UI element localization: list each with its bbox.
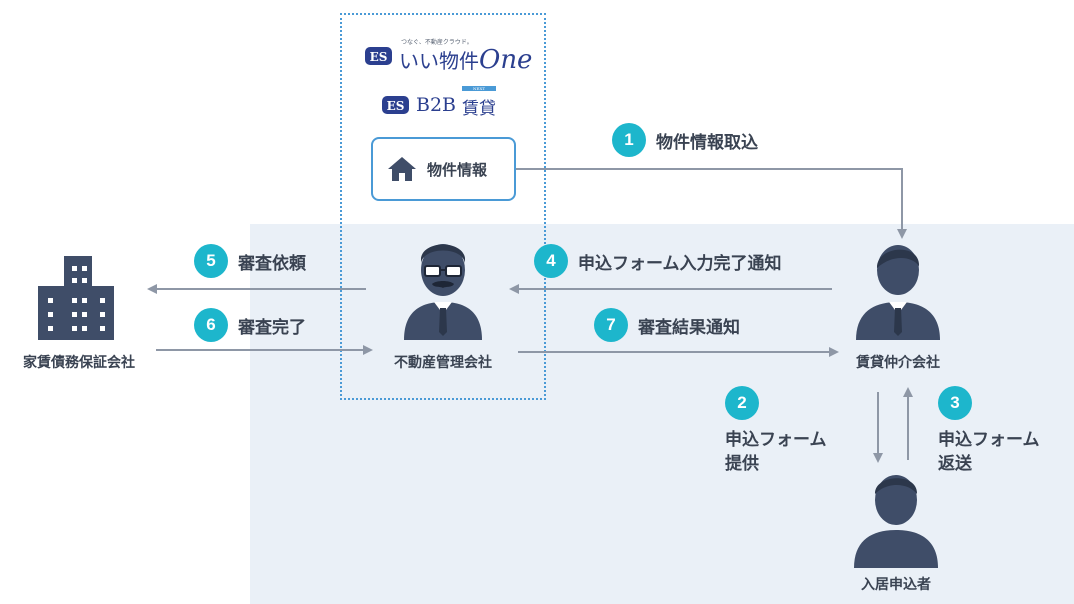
- broker-label: 賃貸仲介会社: [856, 355, 940, 371]
- step-label-line1: 申込フォーム: [725, 430, 827, 450]
- step-1: 1 物件情報取込: [612, 123, 758, 157]
- background-panel: [250, 224, 1074, 604]
- step-label-line1: 申込フォーム: [938, 430, 1040, 450]
- step-6: 6 審査完了: [194, 308, 306, 342]
- step-label-line2: 提供: [725, 454, 759, 474]
- step-5: 5 審査依頼: [194, 244, 306, 278]
- step-label-line2: 返送: [938, 454, 972, 474]
- manager-person-icon: [404, 244, 482, 340]
- applicant-label: 入居申込者: [861, 577, 931, 593]
- property-info-label: 物件情報: [427, 160, 488, 179]
- step-label: 審査完了: [238, 317, 306, 338]
- logo-tagline: つなぐ、不動産クラウド。: [401, 39, 473, 46]
- es-logo-icon: ES: [382, 95, 409, 114]
- applicant-person-icon: [854, 475, 938, 568]
- property-info-box: 物件情報: [371, 137, 516, 201]
- es-logo-icon: ES: [365, 47, 392, 65]
- step-badge: 2: [725, 386, 759, 420]
- step-label: 物件情報取込: [656, 132, 758, 153]
- building-icon: [38, 256, 114, 340]
- next-badge: NEXT: [462, 86, 497, 91]
- svg-text:ES: ES: [387, 99, 405, 113]
- step-badge: 4: [534, 244, 568, 278]
- step-badge: 6: [194, 308, 228, 342]
- svg-text:ES: ES: [370, 50, 388, 64]
- step-3: 3 申込フォーム 返送: [938, 386, 1040, 476]
- step-label: 審査依頼: [238, 253, 306, 274]
- management-label: 不動産管理会社: [394, 355, 492, 371]
- logo-name: いい物件One: [399, 45, 533, 75]
- step-4: 4 申込フォーム入力完了通知: [534, 244, 782, 278]
- step-badge: 5: [194, 244, 228, 278]
- step-2: 2 申込フォーム 提供: [725, 386, 827, 476]
- step-label: 審査結果通知: [638, 317, 740, 338]
- guarantor-label: 家賃債務保証会社: [23, 355, 135, 371]
- system-boundary-box: [340, 13, 546, 400]
- broker-person-icon: [856, 245, 940, 340]
- arrow-step-1: [516, 168, 907, 239]
- step-badge: 7: [594, 308, 628, 342]
- step-badge: 1: [612, 123, 646, 157]
- step-label: 申込フォーム入力完了通知: [578, 253, 782, 274]
- b2b-label: B2B: [416, 93, 457, 116]
- step-badge: 3: [938, 386, 972, 420]
- ii-bukken-one-logo: ES つなぐ、不動産クラウド。 いい物件One: [365, 37, 532, 75]
- house-icon: [388, 157, 416, 181]
- step-7: 7 審査結果通知: [594, 308, 740, 342]
